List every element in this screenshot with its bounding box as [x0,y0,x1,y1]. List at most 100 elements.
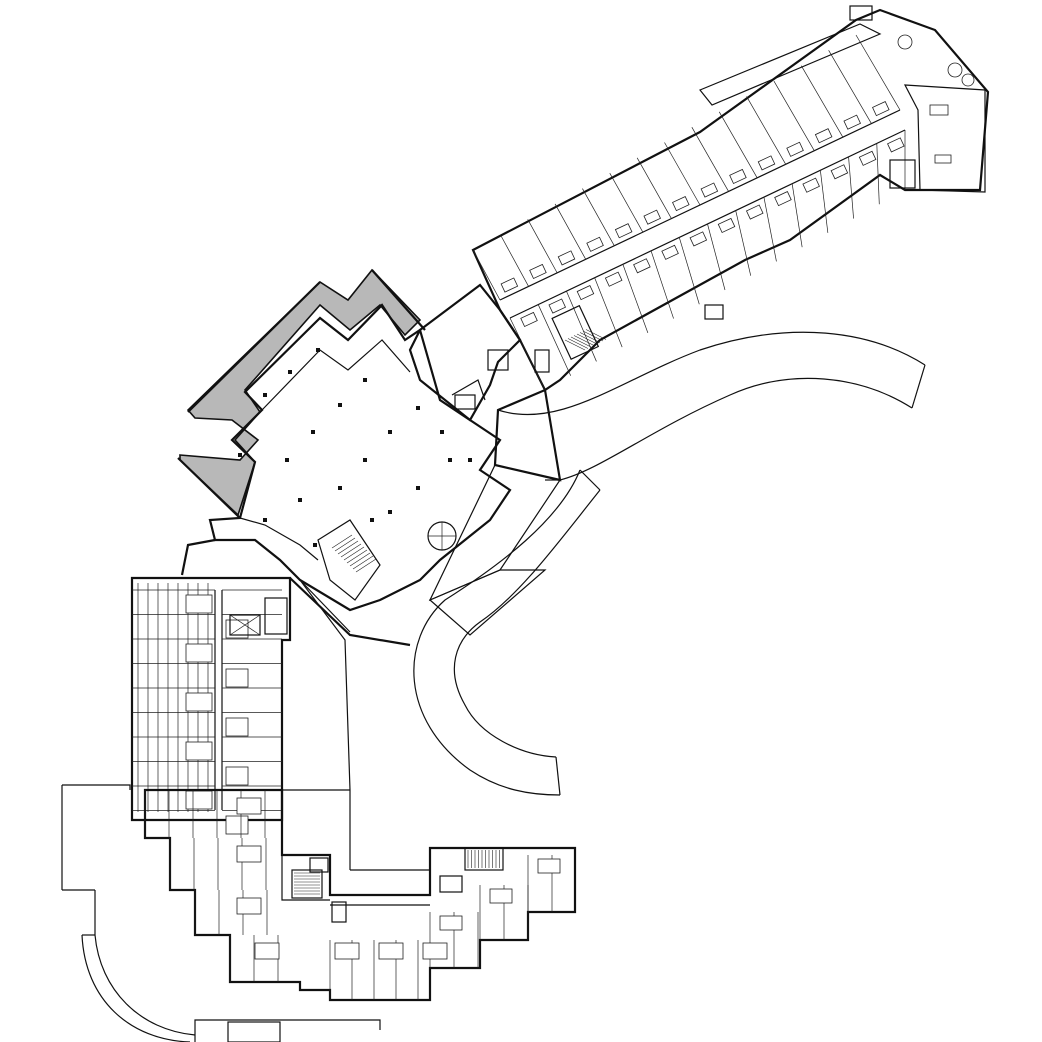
bath-fixture [185,692,213,712]
room-partition [650,250,674,319]
bath-fixture [185,741,213,761]
bath-fixture [236,797,262,815]
west-guestroom-wing [130,576,292,835]
room-partition [773,80,815,151]
room-partition [622,264,649,333]
room-partition [820,170,829,233]
bath-fixture [689,231,708,247]
bath-fixture [887,137,905,153]
structural-column [416,406,420,410]
structural-column [263,393,267,397]
stair-tread [349,552,371,567]
structural-column [238,453,242,457]
stair-tread [567,338,589,349]
stair-tread [340,543,362,558]
stair-tread [343,546,365,561]
room-partition [828,50,872,124]
bath-fixture [225,668,249,688]
structural-column [388,430,392,434]
stair-tread [579,332,601,343]
bath-fixture [586,236,604,252]
bath-fixture [489,888,513,904]
bath-fixture [643,209,661,225]
bath-fixture [439,915,463,931]
bath-fixture [576,285,595,301]
stair-tread [337,540,359,555]
bath-fixture [614,223,633,239]
bath-fixture [520,311,538,328]
room-partition [735,210,752,276]
stair-tread [346,549,368,564]
bath-fixture [786,141,804,157]
room-partition [594,277,623,348]
structural-column [311,430,315,434]
bath-fixture [858,150,877,166]
bath-fixture [548,298,567,314]
bath-fixture [830,164,849,180]
bath-fixture [236,845,262,863]
room-partition [763,197,777,262]
bath-fixture [729,168,747,185]
stair-tread [573,335,595,346]
room-partition [678,237,700,305]
bath-fixture [604,271,623,287]
structural-column [370,518,374,522]
bath-fixture [185,790,213,810]
stair-tread [334,537,356,552]
room-partition [664,142,701,206]
structural-column [363,458,367,462]
structural-column [285,458,289,462]
structural-column [263,518,267,522]
bath-fixture [672,196,690,212]
entrance-drive [413,331,926,796]
structural-column [298,498,302,502]
stair-tread [585,329,607,340]
room-partition [636,157,672,219]
northeast-guestroom-wing [471,5,990,392]
structural-column [363,378,367,382]
bath-fixture [185,594,213,614]
bath-fixture [537,858,561,874]
room-partition [527,219,558,274]
room-partition [800,65,844,138]
bath-fixture [757,155,776,171]
bath-fixture [717,217,736,234]
structural-column [338,403,342,407]
bath-fixture [378,942,404,960]
room-partition [855,34,901,111]
stair-tread [570,336,592,348]
bath-fixture [225,815,249,835]
bath-fixture [225,766,249,786]
room-partition [509,317,546,391]
bath-fixture [422,942,448,960]
south-guestroom-wing [61,784,577,1042]
stair-tread [355,558,377,573]
bath-fixture [557,250,576,266]
room-partition [582,188,615,246]
bath-fixture [236,897,262,915]
bath-fixture [774,191,792,207]
room-partition [566,291,597,362]
stair-tread [576,333,598,345]
room-partition [848,156,854,219]
bath-fixture [700,182,719,198]
bath-fixture [529,263,547,280]
room-partition [691,126,729,192]
central-lobby-block [177,268,562,791]
bath-fixture [802,177,820,193]
bath-fixture [814,128,833,144]
room-partition [876,143,880,205]
room-partition [746,96,787,165]
bath-fixture [843,114,861,130]
room-partition [791,183,803,248]
bath-fixture [334,942,360,960]
room-partition [718,111,758,179]
room-partition [472,249,501,301]
structural-column [440,430,444,434]
structural-column [468,458,472,462]
skylight-grid [227,1021,281,1042]
structural-column [338,486,342,490]
room-partition [609,173,644,233]
room-partition [537,304,572,376]
structural-column [288,370,292,374]
